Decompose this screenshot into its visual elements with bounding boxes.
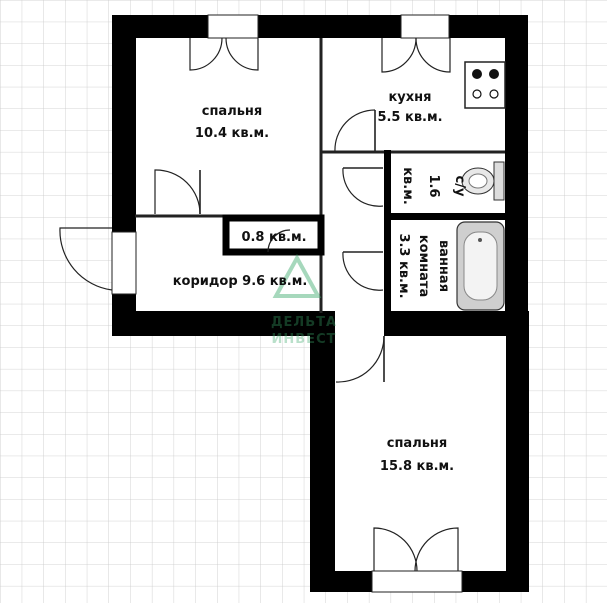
company-watermark: ДЕЛЬТА ИНВЕСТ <box>271 253 337 347</box>
wc-name: с/у <box>452 176 467 197</box>
window-sashes <box>59 37 459 572</box>
toilet-icon <box>461 161 505 201</box>
bathroom-name: ванная <box>436 240 451 292</box>
watermark-line1: ДЕЛЬТА <box>271 315 337 330</box>
windows <box>111 14 463 593</box>
bathtub-icon <box>456 221 505 311</box>
interior-doors <box>154 109 385 383</box>
bathroom-name2: комната <box>416 235 431 297</box>
wc-area-value: 1.6 <box>426 174 441 197</box>
wet-block-walls <box>384 150 505 313</box>
kitchen-name: кухня <box>388 90 431 105</box>
room-floors <box>135 38 519 574</box>
bedroom-top-name: спальня <box>202 104 263 119</box>
kitchen-area: 5.5 кв.м. <box>377 110 442 125</box>
closet-box <box>222 214 325 256</box>
bedroom-bottom-area: 15.8 кв.м. <box>380 459 454 474</box>
bathroom-area: 3.3 кв.м. <box>396 233 411 298</box>
room-labels: спальня 10.4 кв.м. кухня 5.5 кв.м. 0.8 к… <box>173 90 467 474</box>
bedroom-top-area: 10.4 кв.м. <box>195 126 269 141</box>
watermark-line2: ИНВЕСТ <box>272 332 337 347</box>
stove-icon <box>464 61 506 109</box>
corridor-label: коридор 9.6 кв.м. <box>173 274 308 289</box>
closet-area: 0.8 кв.м. <box>241 230 306 245</box>
wc-area-unit: кв.м. <box>400 167 415 205</box>
bedroom-bottom-name: спальня <box>387 436 448 451</box>
